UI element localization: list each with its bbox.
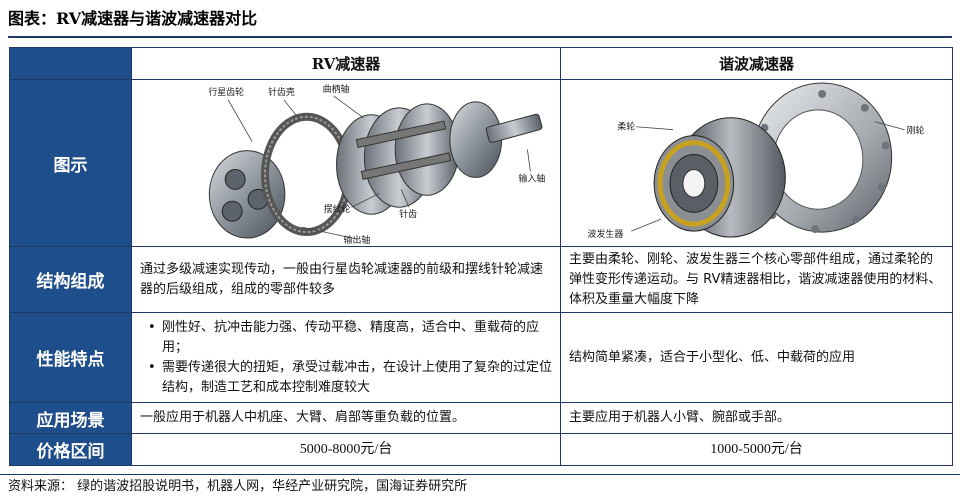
row-label-performance: 性能特点	[9, 312, 132, 403]
harmonic-price-text: 1000-5000元/台	[560, 433, 953, 466]
list-item: 需要传递很大的扭矩，承受过载冲击，在设计上使用了复杂的过定位结构，制造工艺和成本…	[146, 358, 552, 398]
rv-reducer-illustration: 行星齿轮 针齿壳 曲柄轴 输入轴 摆线轮 针齿 输出轴	[208, 83, 545, 246]
figure-title: 图表：RV减速器与谐波减速器对比	[8, 9, 258, 28]
header-row: RV减速器 谐波减速器	[9, 47, 953, 80]
callout-pin-housing: 针齿壳	[268, 86, 295, 98]
rv-performance-cell: 刚性好、抗冲击能力强、传动平稳、精度高，适合中、重载荷的应用； 需要传递很大的扭…	[131, 312, 561, 403]
source-divider	[0, 474, 960, 475]
callout-planet-gear: 行星齿轮	[208, 86, 244, 98]
table-row-performance: 性能特点 刚性好、抗冲击能力强、传动平稳、精度高，适合中、重载荷的应用； 需要传…	[9, 312, 953, 403]
table-row-price: 价格区间 5000-8000元/台 1000-5000元/台	[9, 433, 953, 466]
row-label-application: 应用场景	[9, 402, 132, 434]
rv-reducer-diagram: 行星齿轮 针齿壳 曲柄轴 输入轴 摆线轮 针齿 输出轴	[131, 79, 561, 247]
table-row-application: 应用场景 一般应用于机器人中机座、大臂、肩部等重负载的位置。 主要应用于机器人小…	[9, 402, 953, 434]
rv-price-text: 5000-8000元/台	[131, 433, 561, 466]
rv-performance-list: 刚性好、抗冲击能力强、传动平稳、精度高，适合中、重载荷的应用； 需要传递很大的扭…	[140, 318, 552, 398]
callout-circular-spline: 刚轮	[907, 125, 925, 137]
harmonic-application-text: 主要应用于机器人小臂、腕部或手部。	[560, 402, 953, 434]
callout-crankshaft: 曲柄轴	[323, 83, 350, 95]
harmonic-structure-text: 主要由柔轮、刚轮、波发生器三个核心零部件组成，通过柔轮的弹性变形传递运动。与 R…	[560, 246, 953, 313]
callout-input-shaft: 输入轴	[518, 172, 545, 184]
table-row-diagram: 图示	[9, 79, 953, 247]
row-label-structure: 结构组成	[9, 246, 132, 313]
rv-structure-text: 通过多级减速实现传动，一般由行星齿轮减速器的前级和摆线针轮减速器的后级组成，组成…	[131, 246, 561, 313]
source-note: 资料来源： 绿的谐波招股说明书，机器人网，华经产业研究院，国海证券研究所	[8, 479, 468, 494]
harmonic-performance-text: 结构简单紧凑，适合于小型化、低、中载荷的应用	[560, 312, 953, 403]
harmonic-reducer-diagram: 柔轮 刚轮 波发生器	[560, 79, 953, 247]
list-item: 刚性好、抗冲击能力强、传动平稳、精度高，适合中、重载荷的应用；	[146, 318, 552, 358]
corner-cell	[9, 47, 132, 80]
rv-application-text: 一般应用于机器人中机座、大臂、肩部等重负载的位置。	[131, 402, 561, 434]
column-header-rv: RV减速器	[131, 47, 561, 80]
callout-flexspline: 柔轮	[617, 121, 635, 133]
table-row-structure: 结构组成 通过多级减速实现传动，一般由行星齿轮减速器的前级和摆线针轮减速器的后级…	[9, 246, 953, 313]
title-divider	[8, 36, 952, 38]
harmonic-reducer-illustration: 柔轮 刚轮 波发生器	[588, 82, 925, 240]
callout-cycloid-wheel: 摆线轮	[324, 203, 351, 215]
column-header-harmonic: 谐波减速器	[560, 47, 953, 80]
row-label-diagram: 图示	[9, 79, 132, 247]
row-label-price: 价格区间	[9, 433, 132, 466]
callout-wave-generator: 波发生器	[588, 228, 624, 240]
comparison-table: RV减速器 谐波减速器 图示	[9, 47, 953, 466]
callout-output-shaft: 输出轴	[344, 234, 371, 246]
callout-pin-gear: 针齿	[399, 208, 417, 220]
